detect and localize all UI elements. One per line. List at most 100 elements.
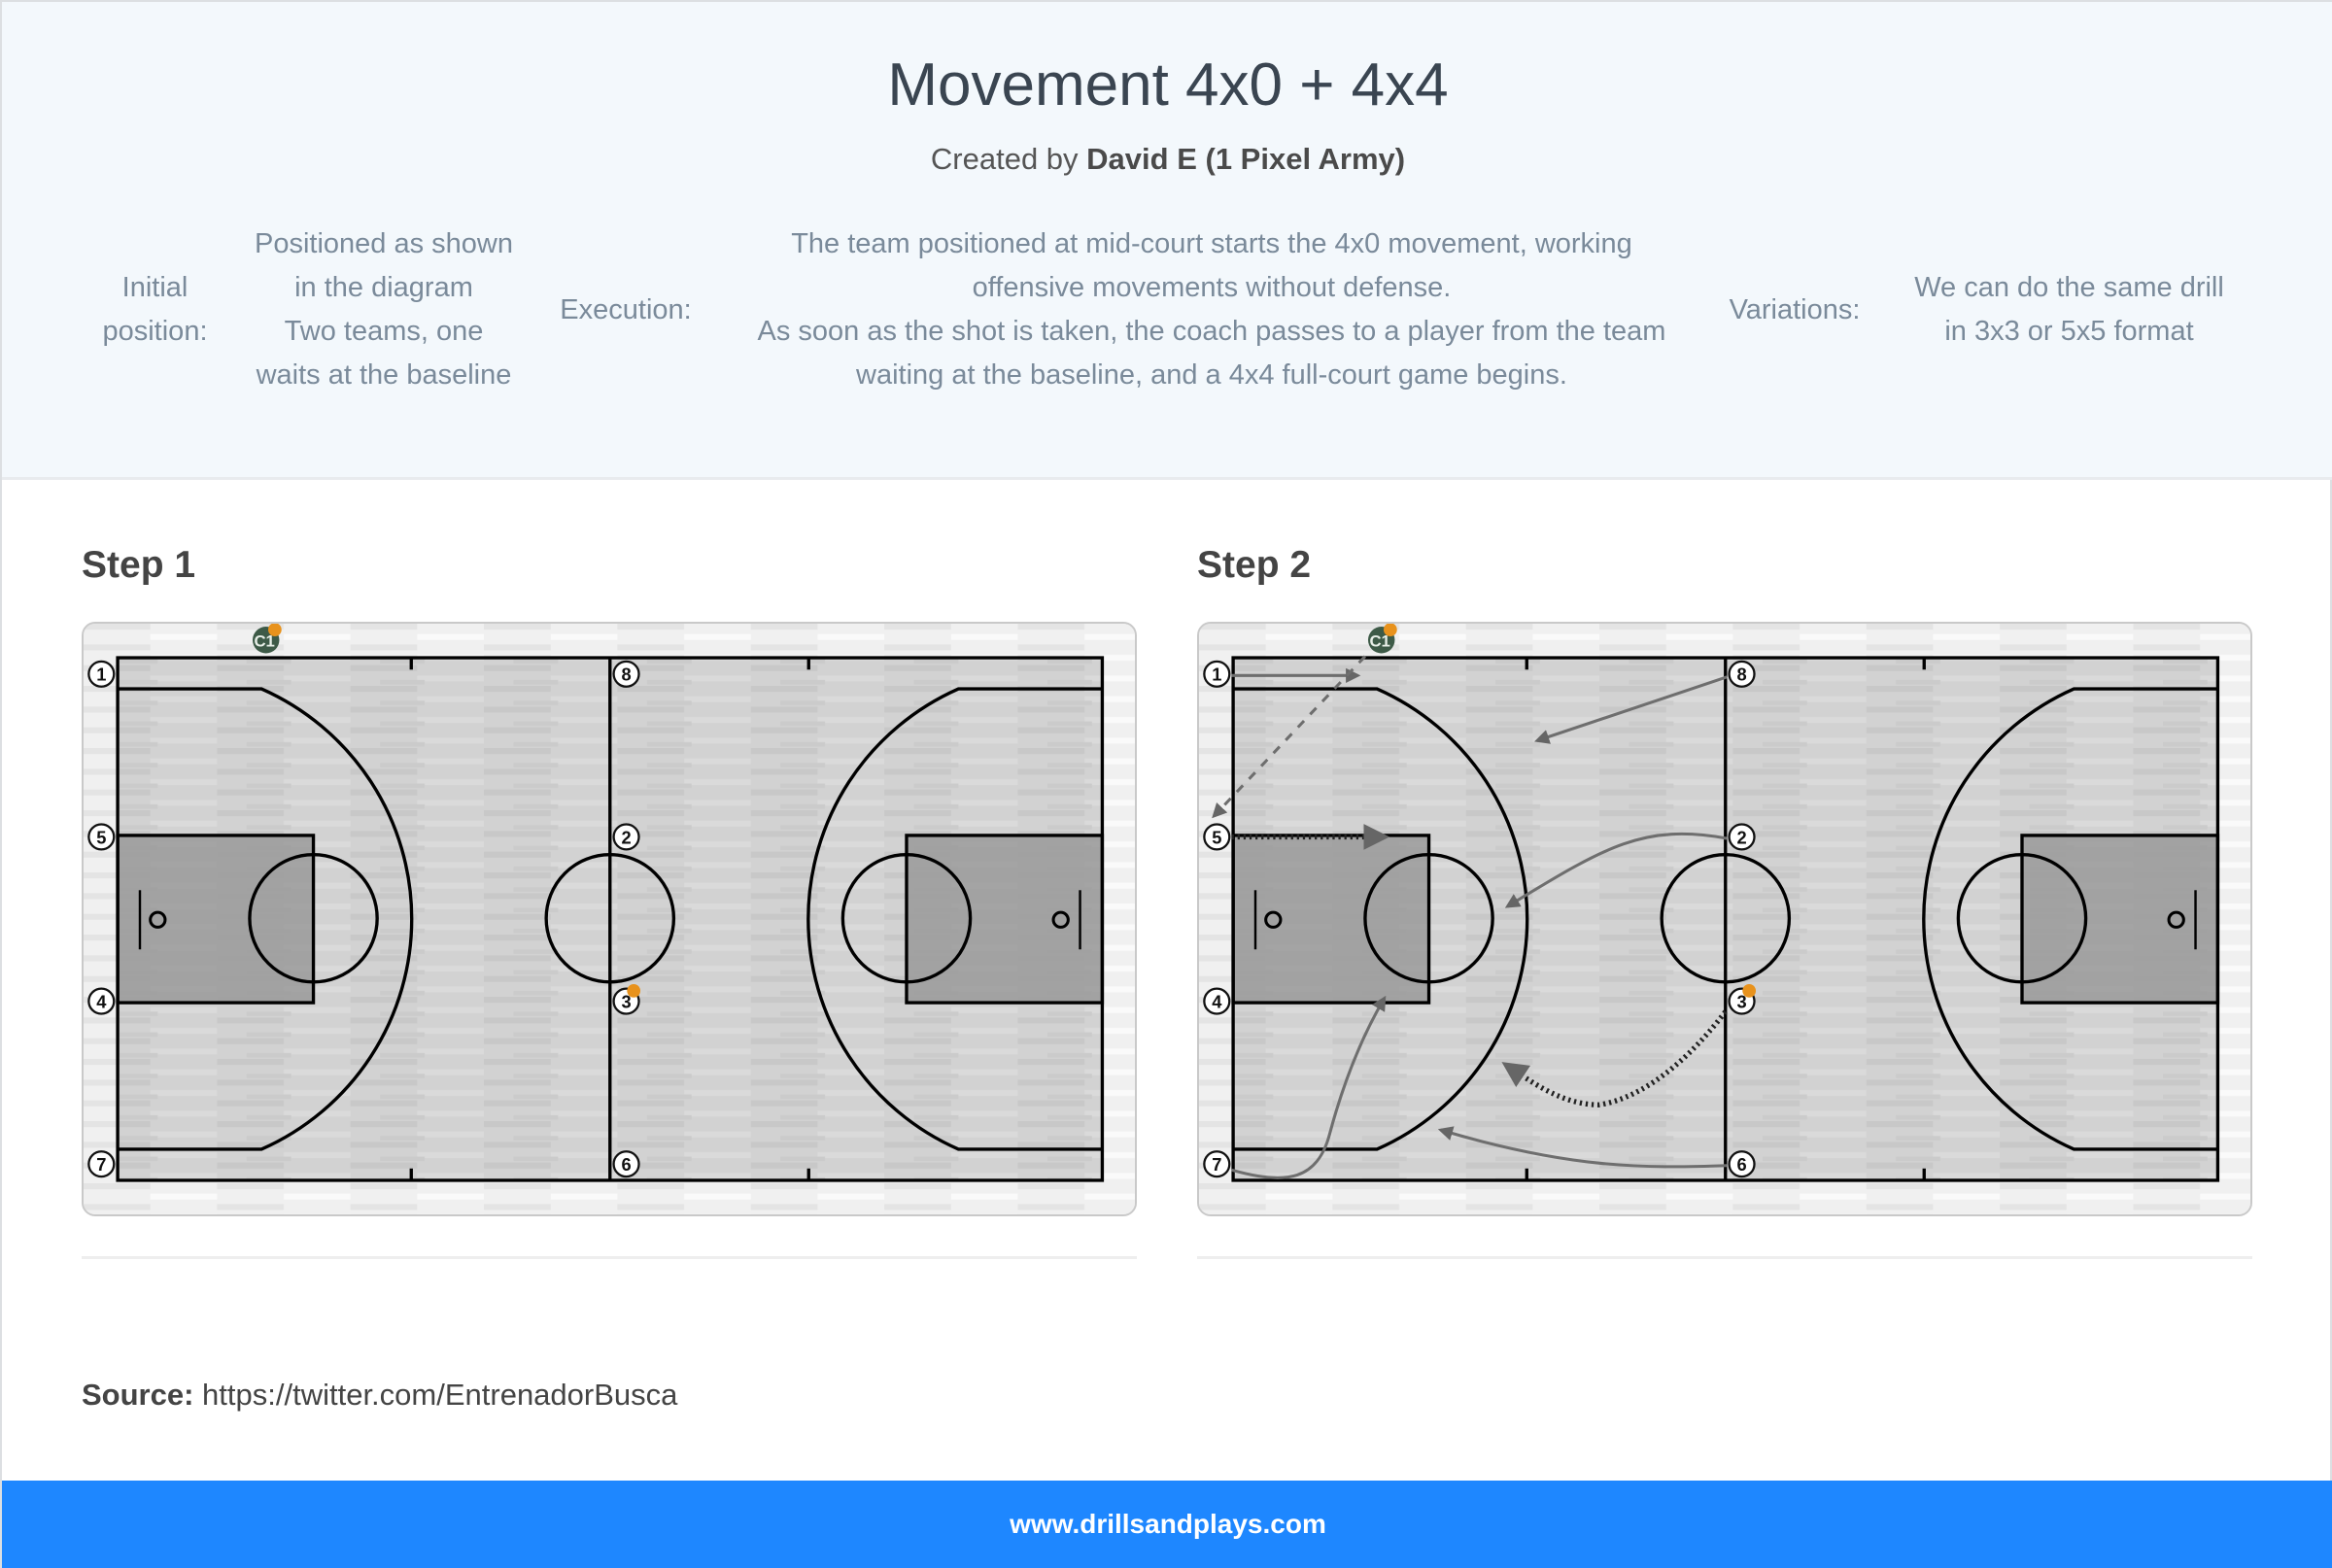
player-4: 4 <box>1203 987 1231 1015</box>
step-1-title: Step 1 <box>82 544 196 586</box>
three-point-right <box>806 687 1103 1151</box>
drill-author: Created by David E (1 Pixel Army) <box>2 142 2332 177</box>
footer-bar: www.drillsandplays.com <box>2 1481 2332 1568</box>
text-line: waiting at the baseline, and a 4x4 full-… <box>856 359 1567 391</box>
created-by-prefix: Created by <box>930 142 1079 176</box>
drill-info-row: Initial position: Positioned as shown in… <box>2 218 2332 402</box>
player-5: 5 <box>87 823 116 851</box>
section-divider <box>82 1256 1137 1259</box>
hoop-right <box>2167 910 2185 929</box>
svg-text:3: 3 <box>1736 991 1746 1011</box>
ft-circle-left <box>1363 853 1494 984</box>
player-5: 5 <box>1203 823 1231 851</box>
cut-path <box>1504 832 1728 908</box>
svg-text:8: 8 <box>621 665 631 685</box>
hoop-right <box>1051 910 1070 929</box>
label-line: position: <box>102 316 208 347</box>
svg-text:4: 4 <box>1212 991 1222 1011</box>
player-7: 7 <box>87 1150 116 1178</box>
lane-left <box>116 834 316 1005</box>
coach-C1: C1 <box>1367 624 1397 654</box>
ball-icon <box>268 624 282 636</box>
player-6: 6 <box>612 1150 640 1178</box>
execution-text: The team positioned at mid-court starts … <box>726 218 1698 402</box>
svg-text:7: 7 <box>1212 1154 1221 1175</box>
variations-label: Variations: <box>1729 293 1861 325</box>
footer-site-link[interactable]: www.drillsandplays.com <box>1010 1509 1326 1539</box>
svg-text:1: 1 <box>96 665 106 685</box>
text-line: offensive movements without defense. <box>972 272 1452 303</box>
pass-path <box>1212 655 1367 819</box>
execution-label: Execution: <box>560 293 692 325</box>
source-label: Source: <box>82 1378 194 1412</box>
ball-icon <box>1742 984 1757 998</box>
drill-header: Movement 4x0 + 4x4 Created by David E (1… <box>2 2 2332 480</box>
hoop-left <box>149 910 167 929</box>
section-divider <box>1197 1256 2252 1259</box>
svg-text:1: 1 <box>1212 665 1221 685</box>
svg-text:C1: C1 <box>254 632 274 651</box>
text-line: We can do the same drill <box>1914 272 2224 303</box>
svg-text:5: 5 <box>1212 827 1221 847</box>
court-diagram-step-1: 1 5 4 7 8 2 3 6 C1 <box>82 622 1137 1216</box>
step-2-title: Step 2 <box>1197 544 1312 586</box>
text-line: in 3x3 or 5x5 format <box>1944 316 2194 347</box>
player-8: 8 <box>1728 660 1756 688</box>
text-line: Positioned as shown <box>255 228 513 259</box>
text-line: in the diagram <box>294 272 473 303</box>
cut-path <box>1231 995 1387 1179</box>
lane-left <box>1231 834 1431 1005</box>
player-7: 7 <box>1203 1150 1231 1178</box>
svg-text:3: 3 <box>621 991 631 1011</box>
lane-right <box>905 834 1105 1005</box>
svg-text:6: 6 <box>1736 1154 1746 1175</box>
text-line: waits at the baseline <box>256 359 512 391</box>
svg-text:2: 2 <box>621 827 631 847</box>
player-3: 3 <box>612 984 641 1015</box>
court-svg: 1 5 4 7 8 2 3 6 C1 <box>84 624 1135 1214</box>
ball-icon <box>627 984 641 998</box>
text-line: Two teams, one <box>284 316 484 347</box>
initial-position-text: Positioned as shown in the diagram Two t… <box>235 218 532 402</box>
court-diagram-step-2: 1 5 4 7 8 2 3 6 C1 <box>1197 622 2252 1216</box>
svg-text:2: 2 <box>1736 827 1746 847</box>
player-2: 2 <box>612 823 640 851</box>
svg-text:C1: C1 <box>1369 632 1389 651</box>
center-circle <box>1660 853 1792 984</box>
svg-text:6: 6 <box>621 1154 631 1175</box>
text-line: The team positioned at mid-court starts … <box>791 228 1632 259</box>
cut-path <box>1437 1126 1728 1169</box>
svg-text:5: 5 <box>96 827 106 847</box>
source-link[interactable]: https://twitter.com/EntrenadorBusca <box>202 1378 678 1412</box>
player-4: 4 <box>87 987 116 1015</box>
court-svg: 1 5 4 7 8 2 3 6 C1 <box>1199 624 2250 1214</box>
ft-circle-left <box>248 853 379 984</box>
player-2: 2 <box>1728 823 1756 851</box>
svg-text:4: 4 <box>96 991 107 1011</box>
hoop-left <box>1264 910 1283 929</box>
variations-text: We can do the same drill in 3x3 or 5x5 f… <box>1887 218 2251 402</box>
dribble-path <box>1501 1009 1728 1108</box>
player-1: 1 <box>1203 660 1231 688</box>
player-1: 1 <box>87 660 116 688</box>
player-8: 8 <box>612 660 640 688</box>
svg-text:8: 8 <box>1736 665 1746 685</box>
cut-path <box>1534 675 1728 744</box>
drill-title: Movement 4x0 + 4x4 <box>887 51 1449 119</box>
center-circle <box>544 853 676 984</box>
initial-position-label: Initial position: <box>89 218 221 402</box>
player-3: 3 <box>1728 984 1757 1015</box>
three-point-left <box>118 687 414 1151</box>
three-point-right <box>1922 687 2218 1151</box>
source-line: Source: https://twitter.com/EntrenadorBu… <box>82 1378 677 1413</box>
author-name: David E (1 Pixel Army) <box>1086 142 1406 176</box>
ft-circle-right <box>840 853 973 984</box>
ft-circle-right <box>1956 853 2088 984</box>
lane-right <box>2020 834 2220 1005</box>
ball-icon <box>1384 624 1397 636</box>
text-line: As soon as the shot is taken, the coach … <box>757 316 1666 347</box>
label-line: Initial <box>121 272 189 303</box>
three-point-left <box>1233 687 1529 1151</box>
svg-text:7: 7 <box>96 1154 106 1175</box>
player-6: 6 <box>1728 1150 1756 1178</box>
